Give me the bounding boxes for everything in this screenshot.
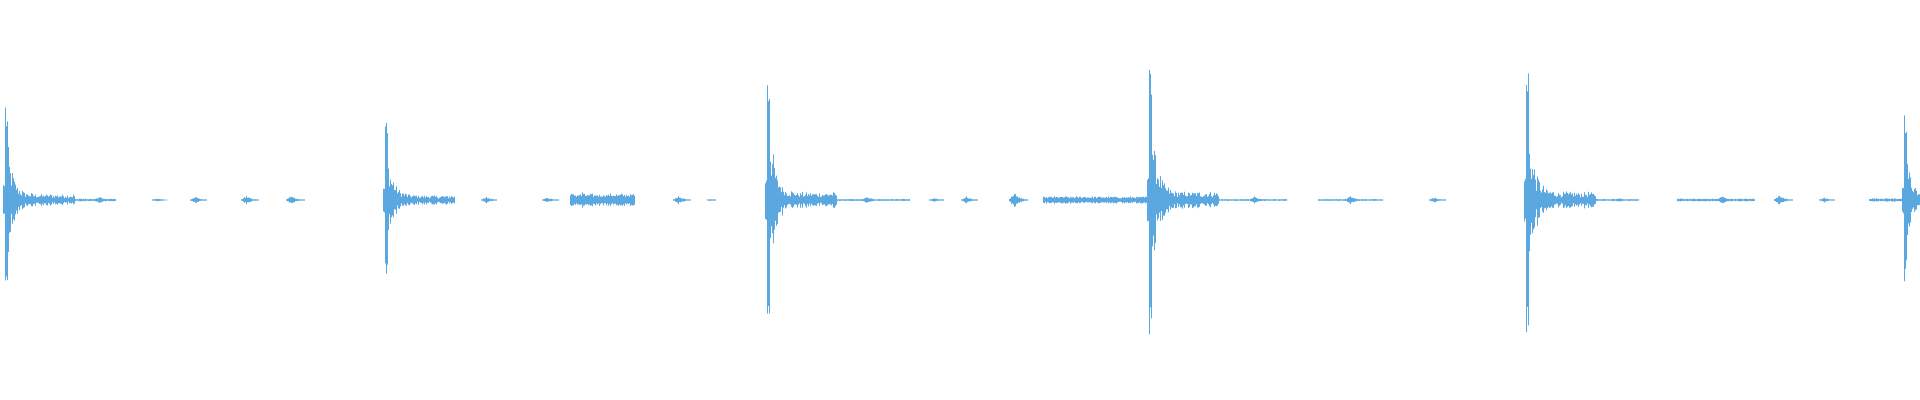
waveform-path bbox=[3, 70, 1920, 335]
waveform-trace bbox=[3, 70, 1920, 335]
